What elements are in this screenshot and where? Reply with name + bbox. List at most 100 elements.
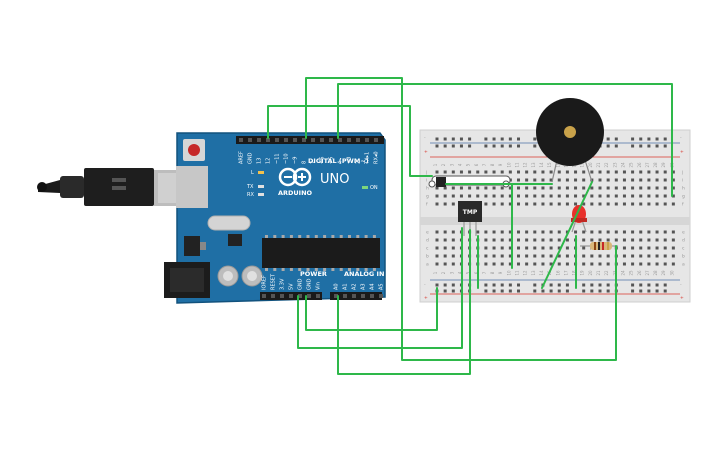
terminal-hole[interactable] <box>500 202 504 206</box>
terminal-hole[interactable] <box>574 178 578 182</box>
terminal-hole[interactable] <box>622 194 626 198</box>
temperature-sensor[interactable]: TMP <box>458 201 482 236</box>
terminal-hole[interactable] <box>443 194 447 198</box>
terminal-hole[interactable] <box>582 246 586 250</box>
rail-hole[interactable] <box>655 289 659 293</box>
terminal-hole[interactable] <box>631 238 635 242</box>
wire-pin8-loop[interactable] <box>305 77 403 182</box>
terminal-hole[interactable] <box>606 254 610 258</box>
rail-hole[interactable] <box>565 283 569 287</box>
terminal-hole[interactable] <box>671 186 675 190</box>
terminal-hole[interactable] <box>541 202 545 206</box>
terminal-hole[interactable] <box>459 170 463 174</box>
terminal-hole[interactable] <box>435 202 439 206</box>
terminal-hole[interactable] <box>565 262 569 266</box>
terminal-hole[interactable] <box>647 230 651 234</box>
terminal-hole[interactable] <box>606 170 610 174</box>
terminal-hole[interactable] <box>549 186 553 190</box>
terminal-hole[interactable] <box>533 238 537 242</box>
terminal-hole[interactable] <box>663 230 667 234</box>
terminal-hole[interactable] <box>517 202 520 206</box>
rail-hole[interactable] <box>517 289 520 293</box>
terminal-hole[interactable] <box>565 202 569 206</box>
terminal-hole[interactable] <box>508 170 512 174</box>
terminal-hole[interactable] <box>598 254 602 258</box>
rail-hole[interactable] <box>484 283 488 287</box>
terminal-hole[interactable] <box>622 230 626 234</box>
terminal-hole[interactable] <box>492 194 496 198</box>
terminal-hole[interactable] <box>541 186 545 190</box>
rail-hole[interactable] <box>484 137 488 141</box>
terminal-hole[interactable] <box>557 178 561 182</box>
terminal-hole[interactable] <box>517 246 520 250</box>
terminal-hole[interactable] <box>671 194 675 198</box>
terminal-hole[interactable] <box>655 246 659 250</box>
terminal-hole[interactable] <box>484 262 488 266</box>
reset-button-cap[interactable] <box>188 144 200 156</box>
terminal-hole[interactable] <box>451 262 455 266</box>
terminal-hole[interactable] <box>435 238 439 242</box>
wire-resistor-return[interactable] <box>401 180 617 361</box>
terminal-hole[interactable] <box>484 170 488 174</box>
terminal-hole[interactable] <box>549 170 553 174</box>
terminal-hole[interactable] <box>631 262 635 266</box>
rail-hole[interactable] <box>459 144 463 148</box>
terminal-hole[interactable] <box>435 246 439 250</box>
terminal-hole[interactable] <box>451 194 455 198</box>
terminal-hole[interactable] <box>622 246 626 250</box>
terminal-hole[interactable] <box>639 246 643 250</box>
analog-pin-hole[interactable] <box>334 294 338 298</box>
digital-pin-hole[interactable] <box>338 138 342 142</box>
digital-pin-hole[interactable] <box>275 138 279 142</box>
terminal-hole[interactable] <box>517 238 520 242</box>
terminal-hole[interactable] <box>484 230 488 234</box>
digital-pin-hole[interactable] <box>329 138 333 142</box>
terminal-hole[interactable] <box>622 186 626 190</box>
rail-hole[interactable] <box>484 289 488 293</box>
terminal-hole[interactable] <box>443 186 447 190</box>
terminal-hole[interactable] <box>663 178 667 182</box>
terminal-hole[interactable] <box>598 170 602 174</box>
terminal-hole[interactable] <box>500 254 504 258</box>
terminal-hole[interactable] <box>663 194 667 198</box>
terminal-hole[interactable] <box>443 262 447 266</box>
terminal-hole[interactable] <box>574 194 578 198</box>
terminal-hole[interactable] <box>582 254 586 258</box>
power-pin-hole[interactable] <box>298 294 302 298</box>
terminal-hole[interactable] <box>459 194 463 198</box>
rail-hole[interactable] <box>663 144 667 148</box>
rail-hole[interactable] <box>606 144 610 148</box>
terminal-hole[interactable] <box>492 202 496 206</box>
terminal-hole[interactable] <box>631 194 635 198</box>
terminal-hole[interactable] <box>647 246 651 250</box>
terminal-hole[interactable] <box>565 254 569 258</box>
rail-hole[interactable] <box>614 137 618 141</box>
terminal-hole[interactable] <box>655 186 659 190</box>
rail-hole[interactable] <box>549 289 553 293</box>
terminal-hole[interactable] <box>663 186 667 190</box>
terminal-hole[interactable] <box>557 262 561 266</box>
terminal-hole[interactable] <box>574 230 578 234</box>
rail-hole[interactable] <box>500 137 504 141</box>
terminal-hole[interactable] <box>671 254 675 258</box>
terminal-hole[interactable] <box>590 262 594 266</box>
digital-pin-hole[interactable] <box>320 138 324 142</box>
terminal-hole[interactable] <box>647 238 651 242</box>
terminal-hole[interactable] <box>622 238 626 242</box>
terminal-hole[interactable] <box>631 178 635 182</box>
rail-hole[interactable] <box>639 289 643 293</box>
rail-hole[interactable] <box>492 283 496 287</box>
terminal-hole[interactable] <box>508 202 512 206</box>
terminal-hole[interactable] <box>622 178 626 182</box>
terminal-hole[interactable] <box>631 246 635 250</box>
terminal-hole[interactable] <box>517 186 520 190</box>
terminal-hole[interactable] <box>647 186 651 190</box>
terminal-hole[interactable] <box>533 178 537 182</box>
terminal-hole[interactable] <box>443 170 447 174</box>
rail-hole[interactable] <box>517 137 520 141</box>
terminal-hole[interactable] <box>541 246 545 250</box>
terminal-hole[interactable] <box>655 230 659 234</box>
terminal-hole[interactable] <box>565 238 569 242</box>
wire-buzzer-to-rail[interactable] <box>541 181 593 289</box>
rail-hole[interactable] <box>647 283 651 287</box>
